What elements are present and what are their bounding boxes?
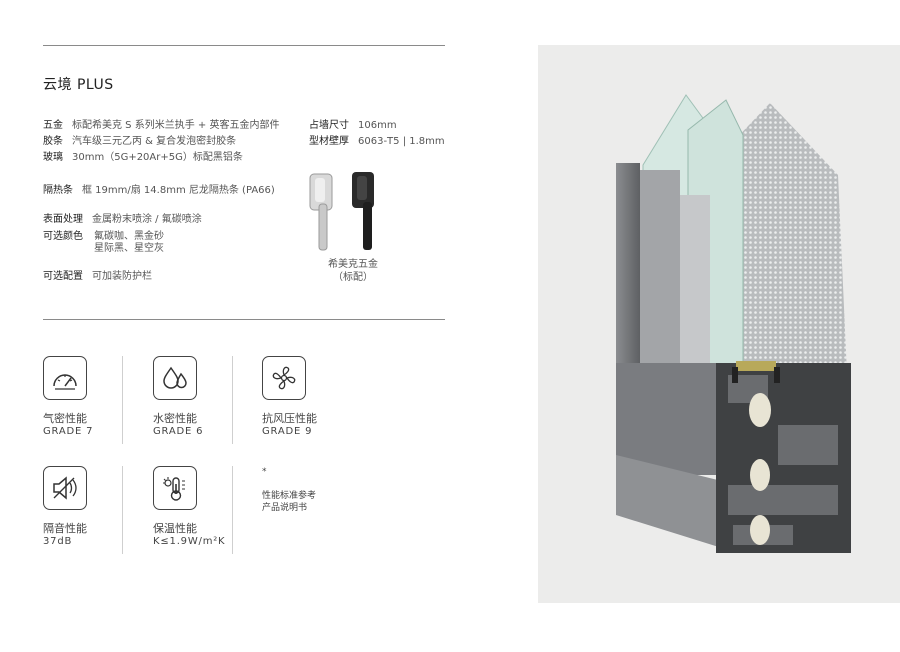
spec-key: 隔热条 (43, 185, 73, 196)
perf-name: 水密性能 (153, 412, 197, 425)
perf-grade: GRADE 9 (262, 426, 313, 437)
spec-value: 汽车级三元乙丙 & 复合发泡密封胶条 (72, 136, 237, 147)
note-text: 性能标准参考 产品说明书 (262, 490, 316, 514)
silver-handle-icon (309, 173, 333, 251)
spec-thermal-strip: 隔热条框 19mm/扇 14.8mm 尼龙隔热条 (PA66) (43, 184, 275, 198)
column-divider (122, 356, 123, 444)
spec-value: 106mm (358, 120, 397, 131)
perf-grade: GRADE 6 (153, 426, 204, 437)
perf-name: 抗风压性能 (262, 412, 317, 425)
spec-value: 框 19mm/扇 14.8mm 尼龙隔热条 (PA66) (82, 185, 275, 196)
spec-key: 占墙尺寸 (309, 120, 349, 131)
note-line: 性能标准参考 (262, 491, 317, 501)
spec-key: 型材壁厚 (309, 136, 349, 147)
perf-grade: K≤1.9W/m²K (153, 536, 226, 547)
profile-chamber (728, 485, 838, 515)
spec-surface: 表面处理金属粉末喷涂 / 氟碳喷涂 (43, 213, 202, 227)
spec-wall-thickness: 型材壁厚 6063-T5 | 1.8mm (309, 135, 445, 149)
handle-illustration (309, 172, 374, 251)
spec-value: 标配希美克 S 系列米兰执手 + 英客五金内部件 (72, 120, 280, 131)
speaker-mute-icon (43, 466, 87, 510)
perf-name: 气密性能 (43, 412, 87, 425)
perf-name: 隔音性能 (43, 522, 87, 535)
perf-grade: GRADE 7 (43, 426, 94, 437)
spec-key: 五金 (43, 120, 63, 131)
column-divider (232, 356, 233, 444)
gasket (732, 367, 738, 383)
spec-key: 可选配置 (43, 271, 83, 282)
spec-value: 金属粉末喷涂 / 氟碳喷涂 (92, 214, 202, 225)
spec-value: 氟碳咖、黑金砂 (94, 231, 164, 242)
spec-glass: 玻璃 30mm（5G+20Ar+5G）标配黑铝条 (43, 151, 243, 165)
spec-colors-values: 氟碳咖、黑金砂 星际黑、星空灰 (94, 231, 164, 255)
spec-key: 表面处理 (43, 214, 83, 225)
profile-chamber (778, 425, 838, 465)
column-divider (232, 466, 233, 554)
spec-value: 30mm（5G+20Ar+5G）标配黑铝条 (72, 152, 243, 163)
frame-body-bottom (616, 363, 723, 475)
spec-value: 6063-T5 | 1.8mm (358, 136, 445, 147)
column-divider (122, 466, 123, 554)
thermometer-icon (153, 466, 197, 510)
handle-caption-standard: （标配） (333, 272, 373, 283)
screen-mesh (730, 103, 850, 440)
glazing-bead (736, 361, 776, 371)
note-mark: * (262, 467, 267, 477)
sash-face-inner (680, 195, 710, 375)
note-line: 产品说明书 (262, 503, 308, 513)
thermal-strip (750, 459, 770, 491)
perf-grade: 37dB (43, 536, 73, 547)
handle-caption-name: 希美克五金 (328, 259, 378, 270)
gauge-icon (43, 356, 87, 400)
perf-name: 保温性能 (153, 522, 197, 535)
black-handle-icon (352, 172, 374, 250)
spec-key: 可选颜色 (43, 231, 83, 242)
thermal-strip (750, 515, 770, 545)
window-profile-illustration (616, 94, 851, 553)
spec-key: 胶条 (43, 136, 63, 147)
spec-options: 可选配置可加装防护栏 (43, 270, 152, 284)
spec-seal: 胶条汽车级三元乙丙 & 复合发泡密封胶条 (43, 135, 236, 149)
thermal-strip (749, 393, 771, 427)
spec-wall-size: 占墙尺寸 106mm (309, 119, 397, 133)
sash-face (640, 170, 680, 380)
frame-body-lower (616, 455, 738, 553)
spec-hardware: 五金标配希美克 S 系列米兰执手 + 英客五金内部件 (43, 119, 279, 133)
spec-value: 星际黑、星空灰 (94, 243, 164, 254)
handle-caption: 希美克五金 （标配） (322, 258, 384, 284)
fan-icon (262, 356, 306, 400)
spec-colors: 可选颜色 (43, 230, 92, 244)
product-title: 云境 PLUS (43, 77, 114, 93)
top-divider (43, 45, 445, 46)
middle-divider (43, 319, 445, 320)
gasket (774, 367, 780, 383)
water-drops-icon (153, 356, 197, 400)
spec-value: 可加装防护栏 (92, 271, 152, 282)
spec-key: 玻璃 (43, 152, 63, 163)
